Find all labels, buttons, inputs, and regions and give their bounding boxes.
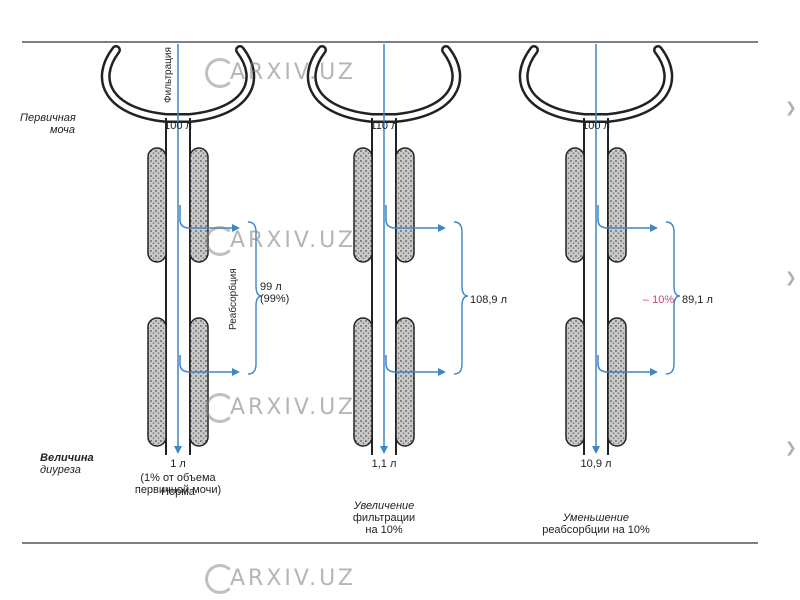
reabsorption-arrow xyxy=(179,205,240,232)
watermark: ARXIV.UZ xyxy=(230,60,356,85)
reabsorbed-volume-label: (99%) xyxy=(260,293,290,305)
diuresis-label: Величина диуреза xyxy=(40,452,94,476)
reabsorption-label: Реабсорбция xyxy=(228,268,239,330)
column-caption: Уменьшение xyxy=(563,512,629,524)
reabsorption-arrow xyxy=(597,205,658,232)
epithelium-segment xyxy=(147,317,167,447)
reabsorption-arrow xyxy=(385,205,446,232)
epithelium-segment xyxy=(565,317,585,447)
diuresis-volume-label: 10,9 л xyxy=(580,458,612,470)
top-volume-label: 100 л xyxy=(582,120,610,132)
slide-edge-mark: ❯ xyxy=(785,100,797,116)
watermark-logo-icon xyxy=(205,58,235,88)
column-caption: реабсорбции на 10% xyxy=(542,524,650,536)
epithelium-segment xyxy=(395,317,415,447)
slide-edge-mark: ❯ xyxy=(785,440,797,456)
column-caption: Увеличение xyxy=(353,500,415,512)
reabsorbed-volume-label: 89,1 л xyxy=(682,294,713,306)
reabsorption-arrow xyxy=(179,355,240,376)
primary-urine-label: Первичная моча xyxy=(20,112,76,136)
reabsorption-arrow xyxy=(385,355,446,376)
diuresis-note: первичной мочи) xyxy=(134,484,222,496)
epithelium-segment xyxy=(189,317,209,447)
watermark-logo-icon xyxy=(205,393,235,423)
epithelium-segment xyxy=(353,317,373,447)
top-volume-label: 100 л xyxy=(164,120,192,132)
watermark: ARXIV.UZ xyxy=(230,566,356,591)
epithelium-segment xyxy=(565,147,585,263)
reabsorption-bracket xyxy=(247,221,263,375)
diuresis-volume-label: 1,1 л xyxy=(371,458,397,470)
reabsorption-bracket xyxy=(665,221,681,375)
filtration-label: Фильтрация xyxy=(163,47,174,103)
diuresis-note: (1% от объема xyxy=(140,472,216,484)
reabsorbed-volume-label: 99 л xyxy=(260,281,282,293)
slide-edge-mark: ❯ xyxy=(785,270,797,286)
epithelium-segment xyxy=(147,147,167,263)
epithelium-segment xyxy=(395,147,415,263)
watermark: ARXIV.UZ xyxy=(230,228,356,253)
reduction-label: – 10% xyxy=(643,294,675,306)
reabsorption-arrow xyxy=(597,355,658,376)
column-caption: на 10% xyxy=(365,524,403,536)
epithelium-segment xyxy=(607,147,627,263)
column-caption: фильтрации xyxy=(352,512,416,524)
reabsorbed-volume-label: 108,9 л xyxy=(470,294,508,306)
epithelium-segment xyxy=(353,147,373,263)
column-caption: Норма xyxy=(161,486,195,498)
watermark: ARXIV.UZ xyxy=(230,395,356,420)
reabsorption-bracket xyxy=(453,221,469,375)
watermark-logo-icon xyxy=(205,226,235,256)
top-volume-label: 110 л xyxy=(370,120,398,132)
watermark-logo-icon xyxy=(205,564,235,594)
diuresis-volume-label: 1 л xyxy=(170,458,186,470)
epithelium-segment xyxy=(189,147,209,263)
epithelium-segment xyxy=(607,317,627,447)
